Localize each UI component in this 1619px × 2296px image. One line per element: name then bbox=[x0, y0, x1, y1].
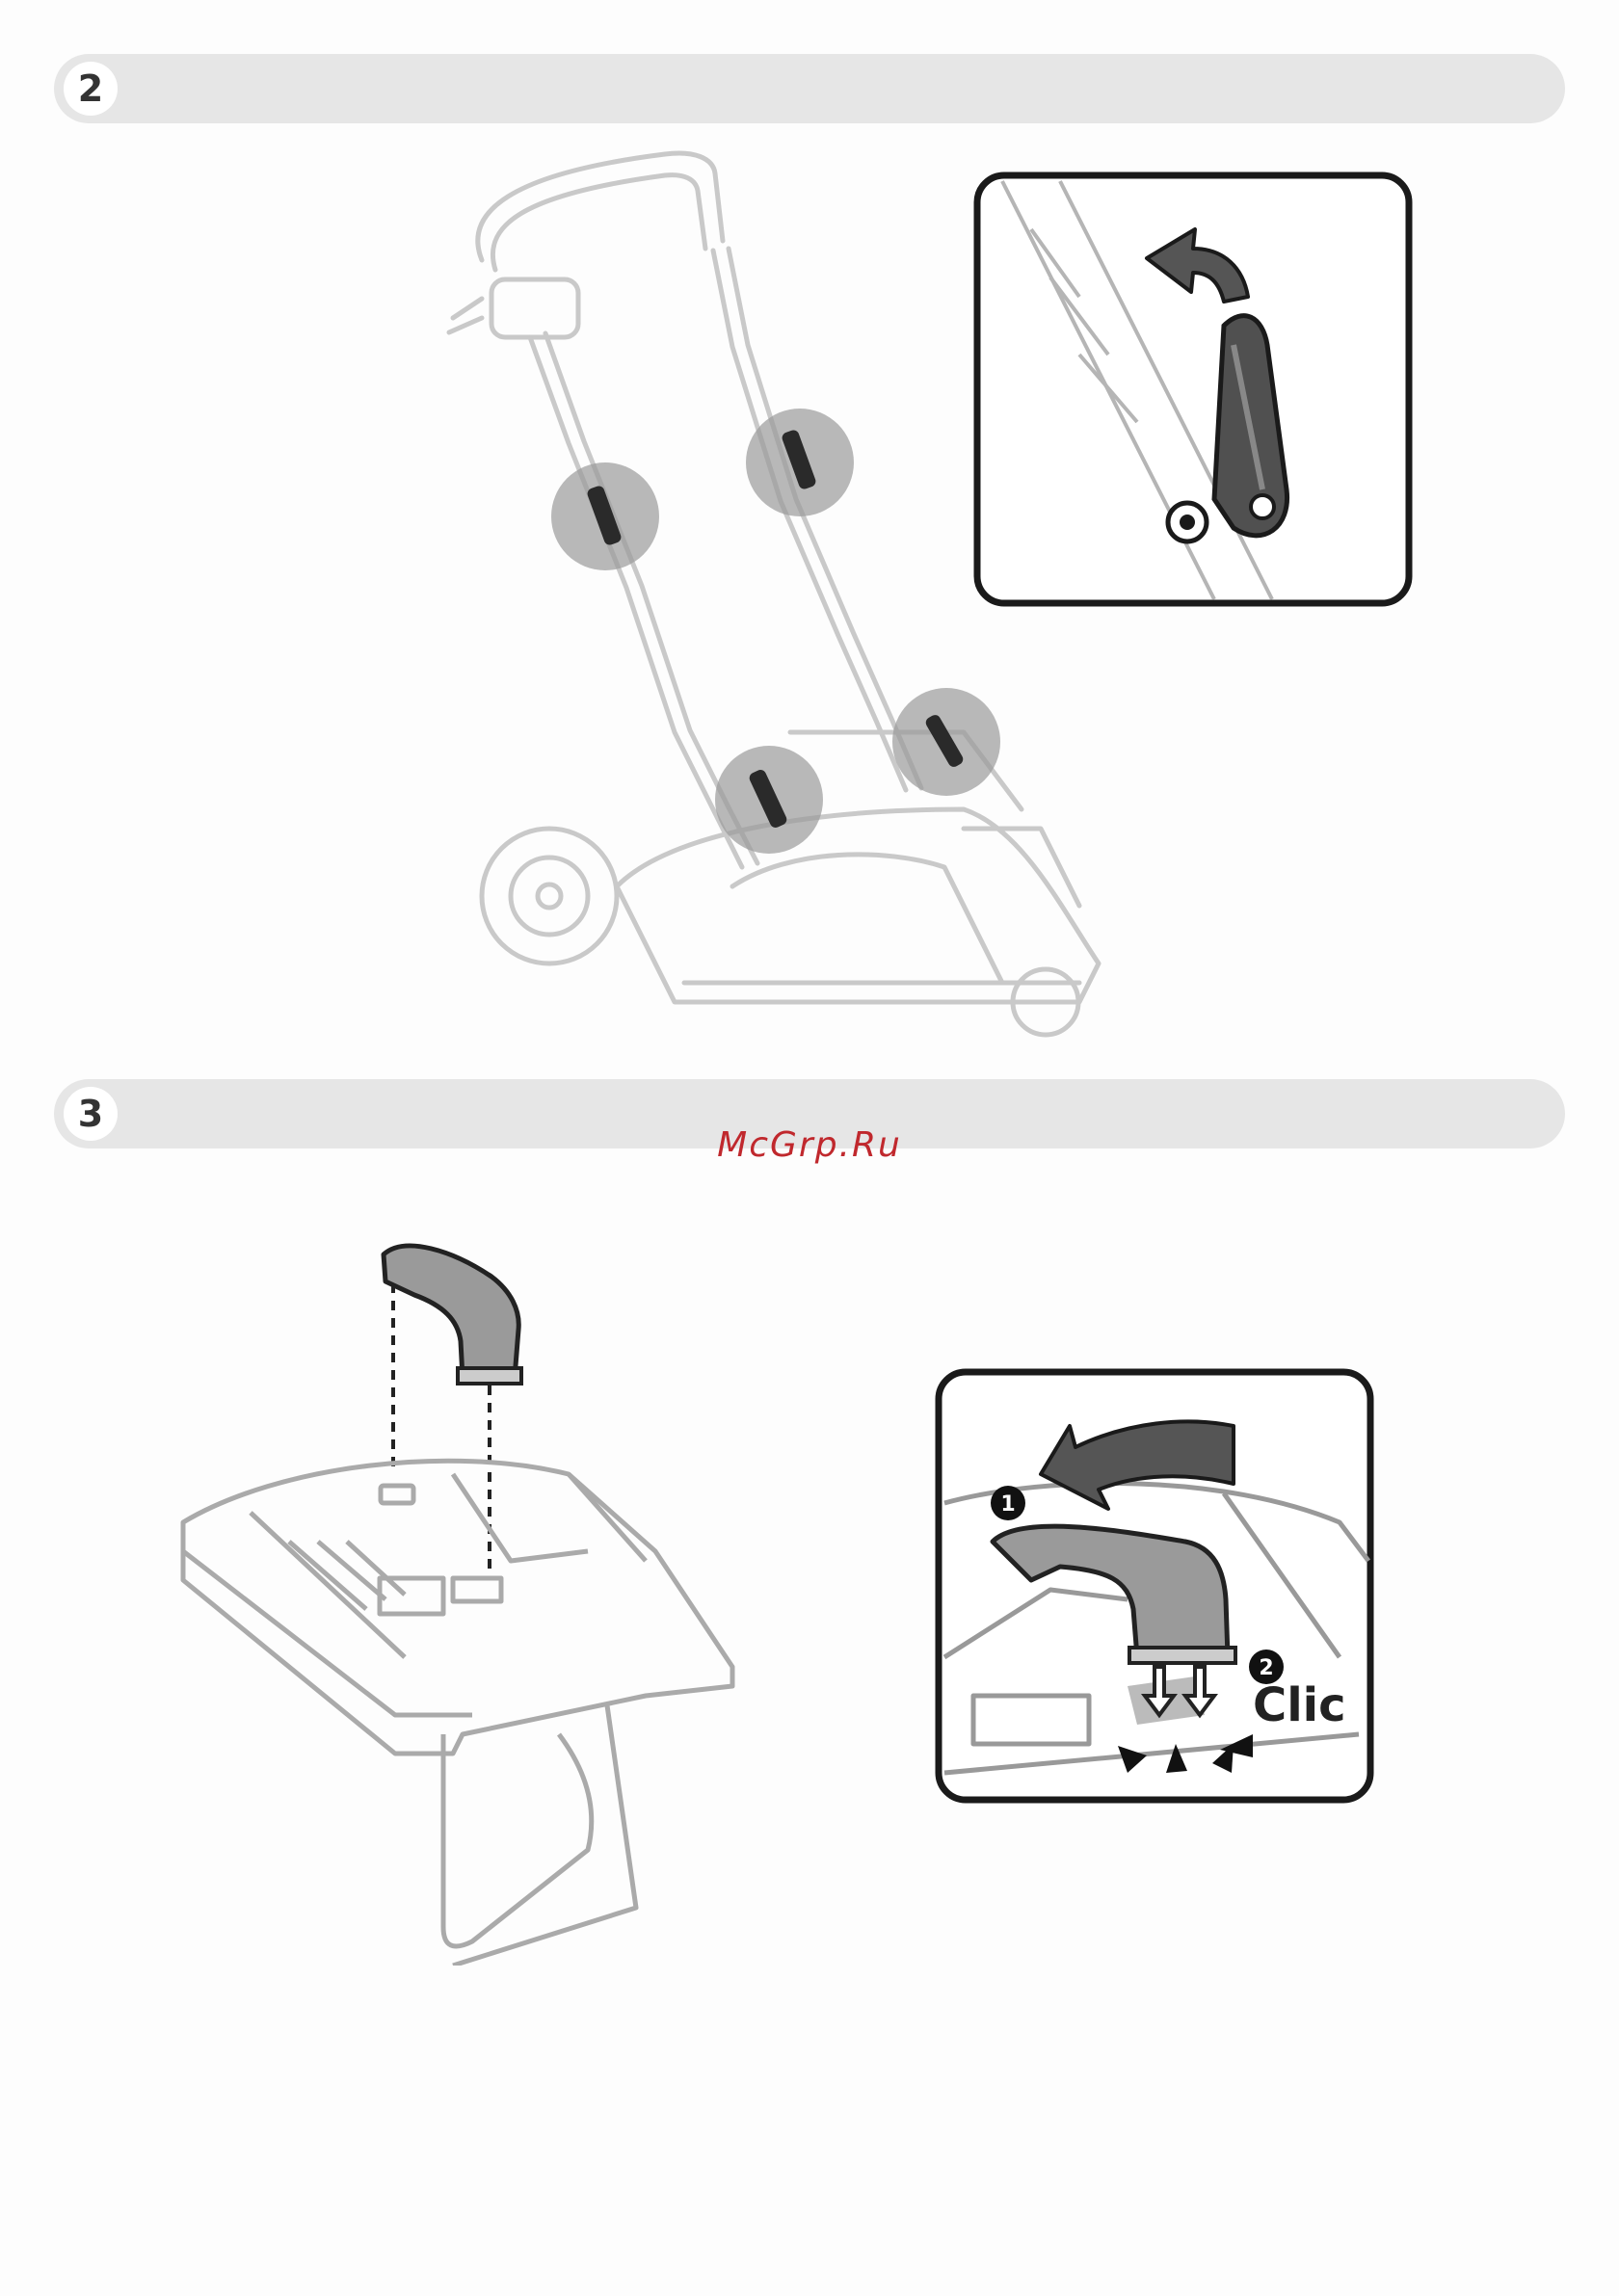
bolt-icon bbox=[1168, 503, 1207, 541]
click-label: Clic bbox=[1253, 1678, 1346, 1732]
lever-detail-inset bbox=[973, 172, 1413, 607]
step-number: 2 bbox=[64, 62, 118, 116]
lever-highlight-group bbox=[551, 409, 1000, 854]
step-marker-2-label: 2 bbox=[1259, 1656, 1273, 1680]
step-marker-1-label: 1 bbox=[1000, 1492, 1015, 1517]
watermark: McGrp.Ru bbox=[0, 1125, 1619, 1165]
grass-collector-illustration bbox=[164, 1233, 742, 1966]
handle-click-inset: 1 2 Clic bbox=[935, 1368, 1374, 1804]
handle-icon bbox=[384, 1246, 521, 1384]
step-2-header: 2 bbox=[54, 54, 1565, 123]
